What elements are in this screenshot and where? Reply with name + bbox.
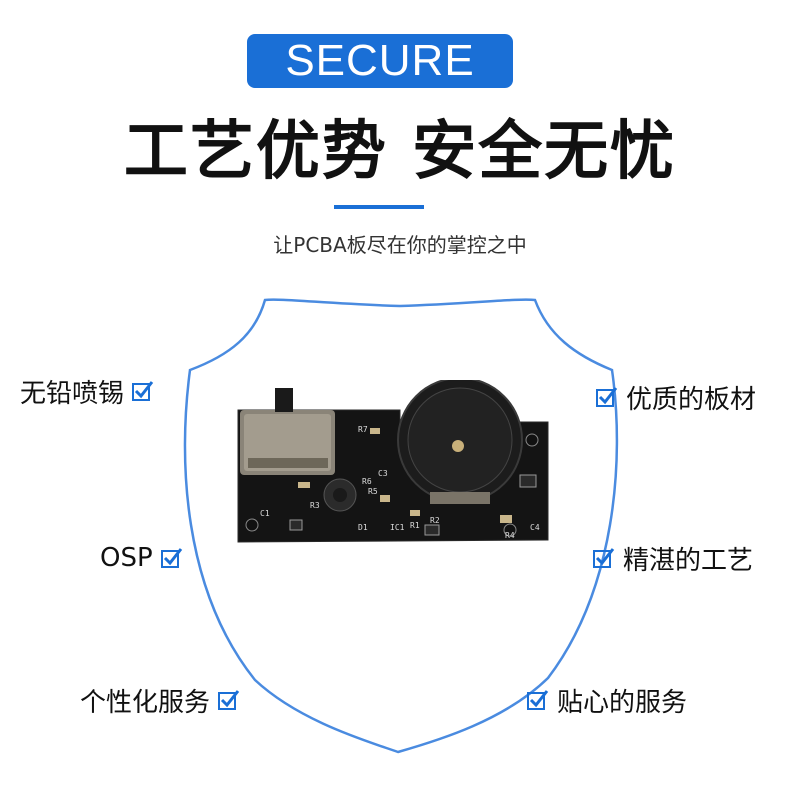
silk-c1: C1 <box>260 509 270 518</box>
feature-quality-material: 优质的板材 <box>596 380 757 415</box>
checkbox-check-icon <box>596 386 618 408</box>
checkbox-check-icon <box>218 689 240 711</box>
feature-label: OSP <box>100 543 153 573</box>
feature-lead-free-hasl: 无铅喷锡 <box>20 374 154 409</box>
feature-exquisite-craft: 精湛的工艺 <box>593 541 754 576</box>
silk-r4: R4 <box>505 531 515 540</box>
silk-r5: R5 <box>368 487 378 496</box>
silk-r1: R1 <box>410 521 420 530</box>
page-subtitle: 让PCBA板尽在你的掌控之中 <box>273 233 527 257</box>
secure-badge: SECURE <box>247 34 513 88</box>
silk-c4: C4 <box>530 523 540 532</box>
accent-divider <box>334 205 424 209</box>
pcba-board-image: R7 R6 R5 R3 R2 R1 R4 C1 C3 C4 IC1 D1 <box>237 380 549 543</box>
silk-ic1: IC1 <box>390 523 405 532</box>
page-headline: 工艺优势 安全无忧 <box>123 115 677 189</box>
silk-d1: D1 <box>358 523 368 532</box>
silk-c3: C3 <box>378 469 388 478</box>
checkbox-check-icon <box>527 689 549 711</box>
feature-customized-service: 个性化服务 <box>80 683 240 718</box>
silk-r2: R2 <box>430 516 440 525</box>
silk-r3: R3 <box>310 501 320 510</box>
feature-label: 精湛的工艺 <box>623 545 754 576</box>
checkbox-check-icon <box>593 547 615 569</box>
feature-osp: OSP <box>100 541 183 575</box>
feature-label: 贴心的服务 <box>557 687 688 718</box>
silk-r6: R6 <box>362 477 372 486</box>
feature-label: 无铅喷锡 <box>20 378 125 409</box>
feature-caring-service: 贴心的服务 <box>527 683 688 718</box>
feature-label: 优质的板材 <box>626 384 757 415</box>
silk-r7: R7 <box>358 425 368 434</box>
checkbox-check-icon <box>160 547 183 569</box>
checkbox-check-icon <box>132 380 154 402</box>
feature-label: 个性化服务 <box>80 687 211 718</box>
